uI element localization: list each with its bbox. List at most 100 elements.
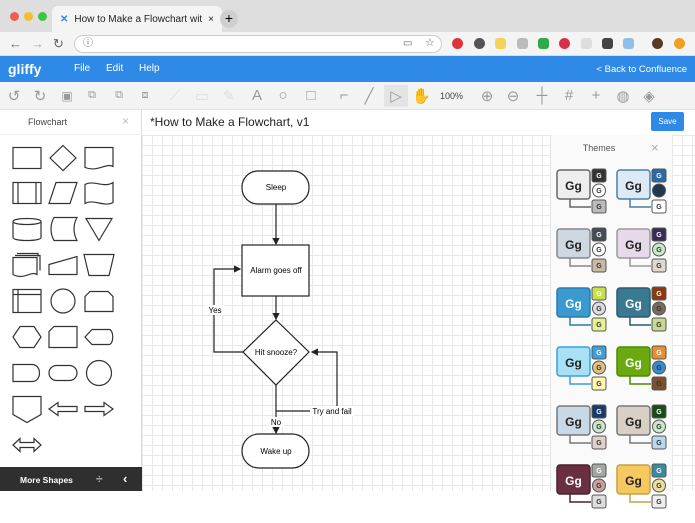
extension-icon[interactable] [517,38,528,49]
shape-process[interactable] [12,146,42,170]
shape-card[interactable] [48,325,78,349]
close-library-icon[interactable]: × [122,114,130,128]
pointer-tool-icon[interactable]: ▷ [384,85,408,107]
shield-extension-icon[interactable] [559,38,570,49]
undo-icon[interactable]: ↺ [7,88,21,105]
zoom-out-icon[interactable]: ⊖ [506,88,520,105]
text-tool-icon[interactable]: A [251,87,262,104]
zoom-in-icon[interactable]: ⊕ [480,88,494,105]
back-to-confluence-link[interactable]: < Back to Confluence [596,64,687,75]
shape-manual-input[interactable] [48,255,78,276]
arrange-icon[interactable]: ⧈ [141,89,149,101]
theme-option[interactable]: Gg G G G [615,283,673,341]
shape-off-page[interactable] [12,395,42,424]
shape-delay[interactable] [84,290,114,313]
theme-option[interactable]: Gg G G G [615,401,673,459]
shape-display[interactable] [84,328,114,346]
shape-connector[interactable] [50,288,76,314]
more-shapes-bar[interactable]: More Shapes ÷ ‹ [0,467,142,491]
save-button[interactable]: Save [651,112,684,131]
line-tool-icon[interactable]: ╱ [364,88,374,105]
theme-option[interactable]: Gg G G G [555,165,613,223]
back-arrow-icon[interactable]: ← [9,36,22,51]
menu-edit[interactable]: Edit [106,63,124,74]
shape-internal-storage[interactable] [12,288,42,314]
collapse-panel-icon[interactable]: ‹ [123,471,128,486]
grid-icon[interactable]: # [564,87,574,104]
copy-icon[interactable]: ⧉ [88,89,96,101]
layers-icon[interactable]: ◈ [643,88,655,105]
connector-try-and-fail[interactable] [276,348,338,412]
theme-option[interactable]: Gg G G G [615,460,673,518]
format-painter-icon[interactable]: ✎ [222,88,236,105]
theme-option[interactable]: Gg G G G [555,460,613,518]
shape-decision[interactable] [49,144,77,172]
shape-circle[interactable] [85,359,113,387]
theme-option[interactable]: Gg G G G [555,224,613,282]
cast-icon[interactable]: ▭ [403,38,413,49]
comment-icon[interactable]: ▭ [194,88,210,105]
shape-predefined-process[interactable] [12,181,42,205]
plus-extension-icon[interactable] [538,38,549,49]
menu-file[interactable]: File [74,63,91,74]
theme-option[interactable]: Gg G G G [615,224,673,282]
shape-merge[interactable] [84,217,114,242]
themes-icon[interactable]: ◍ [616,88,630,105]
new-tab-button[interactable]: + [220,10,238,28]
shape-tape[interactable] [84,181,114,205]
theme-option[interactable]: Gg G G G [615,342,673,400]
theme-option[interactable]: Gg G G G [555,283,613,341]
theme-option[interactable]: Gg G G G [555,401,613,459]
close-tab-icon[interactable]: × [208,13,214,25]
ellipse-tool-icon[interactable]: ○ [278,87,288,104]
node-snooze[interactable] [242,319,310,386]
extension-icon[interactable] [602,38,613,49]
duplicate-icon[interactable]: ⧉ [115,89,123,101]
redo-icon[interactable]: ↻ [33,88,47,105]
shape-terminator-left[interactable] [12,363,41,383]
node-sleep[interactable] [241,170,310,205]
shape-database[interactable] [12,217,42,242]
shape-arrow-left[interactable] [47,401,78,417]
shape-arrow-right[interactable] [84,401,115,417]
shape-manual-operation[interactable] [83,253,115,277]
maximize-window-button[interactable] [38,12,47,21]
pinterest-extension-icon[interactable] [452,38,463,49]
divide-icon[interactable]: ÷ [96,472,103,486]
note-extension-icon[interactable] [495,38,506,49]
bookmark-star-icon[interactable]: ☆ [425,37,435,49]
shape-data[interactable] [48,181,78,205]
menu-help[interactable]: Help [139,63,160,74]
moon-extension-icon[interactable] [474,38,485,49]
connector-tool-icon[interactable]: ⌐ [339,87,349,104]
profile-avatar[interactable] [652,38,663,49]
rectangle-tool-icon[interactable]: □ [306,87,316,104]
shape-multi-document[interactable] [12,252,41,278]
notification-icon[interactable] [674,38,685,49]
shape-terminator[interactable] [48,364,78,382]
forward-arrow-icon[interactable]: → [31,36,44,51]
group-icon[interactable]: ▣ [61,89,73,103]
shape-arrow-both[interactable] [12,437,42,453]
theme-option[interactable]: Gg G G G [615,165,673,223]
extension-icon[interactable] [623,38,634,49]
shape-stored-data[interactable] [50,216,79,242]
document-title[interactable]: *How to Make a Flowchart, v1 [150,115,310,129]
reload-icon[interactable]: ↻ [53,36,64,51]
close-themes-icon[interactable]: × [651,140,659,155]
shape-document[interactable] [84,146,114,170]
extension-icon[interactable] [581,38,592,49]
minimize-window-button[interactable] [24,12,33,21]
node-alarm[interactable] [241,244,310,297]
node-wake[interactable] [241,433,310,469]
browser-tab[interactable]: ✕ How to Make a Flowchart with × [52,6,222,32]
guides-icon[interactable]: + [591,87,601,104]
shape-preparation[interactable] [12,325,42,349]
link-icon[interactable]: ⟋ [169,87,181,104]
snap-icon[interactable]: ┼ [536,87,548,104]
hand-tool-icon[interactable]: ✋ [412,88,431,105]
address-bar[interactable]: ⓘ [74,35,442,53]
zoom-level-dropdown[interactable]: 100% [440,91,464,101]
close-window-button[interactable] [10,12,19,21]
theme-option[interactable]: Gg G G G [555,342,613,400]
